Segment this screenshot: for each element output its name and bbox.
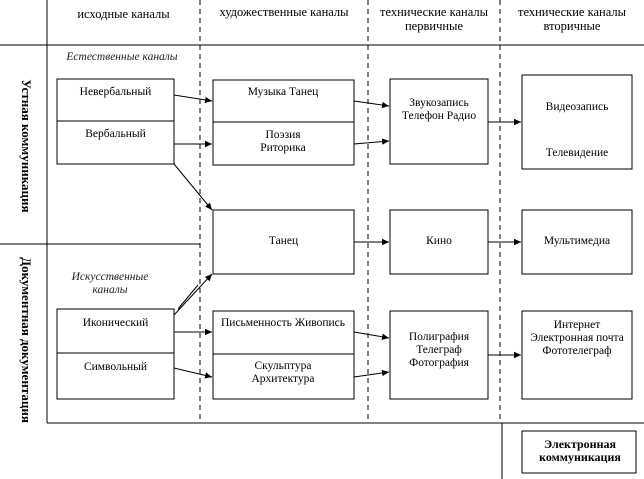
primary-print: Полиграфия Телеграф Фотография — [408, 331, 470, 369]
iconic-box — [56, 308, 175, 400]
source-nonverbal: Невербальный — [79, 86, 152, 98]
internet-box — [521, 310, 633, 400]
artificial-group-stroke — [177, 284, 199, 310]
arrow-writing-print — [353, 331, 390, 340]
arrow-iconic-dance — [173, 273, 213, 316]
header-tech-secondary: технические каналы вторичные — [517, 5, 627, 33]
electronic-communication-label: Электронная коммуникация — [539, 437, 621, 465]
video-box — [521, 74, 633, 170]
arrow-nonverbal-music — [173, 94, 213, 104]
artistic-poetry: Поэзия Риторика — [260, 129, 306, 154]
side-label-documentary: Документная документация — [19, 257, 34, 423]
group-label-natural: Естественные каналы — [66, 51, 178, 63]
multimedia-box — [521, 209, 633, 275]
electronic-box — [521, 430, 637, 474]
artistic-dance: Танец — [268, 235, 299, 247]
secondary-video: Видеозапись Телевидение — [545, 101, 609, 159]
source-verbal: Вербальный — [85, 128, 146, 140]
writing-box — [212, 310, 355, 400]
arrow-poetry-sound — [353, 138, 390, 145]
header-source: исходные каналы — [77, 7, 170, 21]
group-label-artificial: Искусственные каналы — [71, 271, 149, 296]
artistic-music: Музыка Танец — [247, 86, 319, 98]
header-artistic: художественные каналы — [219, 5, 349, 19]
source-iconic: Иконический — [82, 317, 149, 329]
artistic-writing: Письменность Живопись — [220, 317, 345, 329]
primary-sound: Звукозапись Телефон Радио — [401, 97, 477, 122]
secondary-internet: Интернет Электронная почта Фототелеграф — [530, 319, 624, 357]
arrow-sculpture-print — [353, 369, 390, 378]
side-label-oral: Устная коммуникация — [19, 79, 34, 213]
secondary-multimedia: Мультимедиа — [543, 235, 611, 247]
arrow-music-sound — [353, 100, 390, 109]
primary-cinema: Кино — [426, 235, 452, 247]
arrow-symbolic-sculpture — [173, 367, 213, 379]
artistic-sculpture: Скульптура Архитектура — [251, 360, 315, 385]
arrow-verbal-dance — [173, 163, 213, 211]
header-tech-primary: технические каналы первичные — [379, 5, 489, 33]
source-symbolic: Символьный — [83, 361, 148, 373]
